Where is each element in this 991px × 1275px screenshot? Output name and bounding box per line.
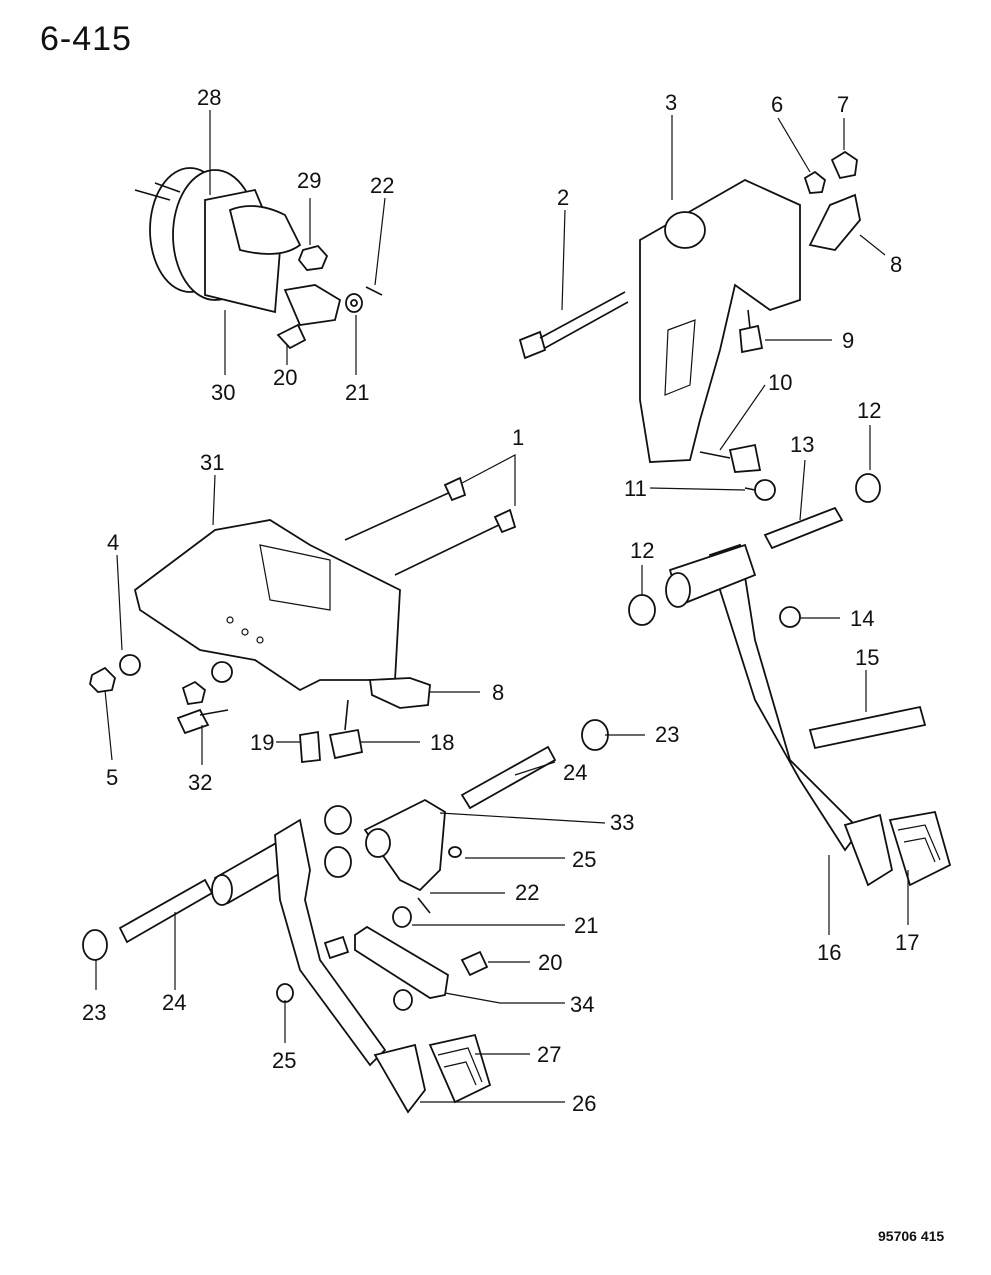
brake-pedal	[665, 543, 894, 887]
callout-10: 10	[768, 370, 792, 395]
bolt-1-a	[344, 476, 467, 541]
pin-22-bottom	[417, 897, 431, 914]
callout-20-top: 20	[273, 365, 297, 390]
callout-31: 31	[200, 450, 224, 475]
callout-13: 13	[790, 432, 814, 457]
callout-32: 32	[188, 770, 212, 795]
callout-25-right: 25	[572, 847, 596, 872]
link-34	[354, 925, 449, 999]
pedal-pad-27	[428, 1033, 492, 1104]
washer-bottom-center	[393, 989, 413, 1011]
clip-25-left	[276, 983, 294, 1003]
callout-19: 19	[250, 730, 274, 755]
callout-23-right: 23	[655, 722, 679, 747]
callout-33: 33	[610, 810, 634, 835]
clevis-pin-20-bottom	[460, 950, 489, 977]
callout-7: 7	[837, 92, 849, 117]
stopper-14	[779, 606, 801, 628]
washer-4	[119, 654, 141, 676]
callout-18: 18	[430, 730, 454, 755]
clip-25-right	[448, 846, 462, 858]
callout-27: 27	[537, 1042, 561, 1067]
booster-assembly	[134, 167, 342, 326]
nut-6	[803, 170, 827, 194]
bolt-9	[739, 309, 764, 354]
sleeve-24-left	[118, 878, 214, 944]
bushing-23-left	[82, 929, 108, 961]
callout-21-bottom: 21	[574, 913, 598, 938]
callout-11: 11	[624, 476, 647, 501]
callout-21-top: 21	[345, 380, 369, 405]
nut-pair	[181, 661, 233, 705]
page-number: 6-415	[40, 20, 132, 58]
callout-20-bottom: 20	[538, 950, 562, 975]
clevis-pin-20-top	[276, 323, 307, 350]
nut-7	[830, 150, 858, 180]
callout-labels: 1 2 3 4 5 6 7 8 8 9 10 11 12 12 13 14 15…	[82, 85, 919, 1116]
callout-12-right: 12	[857, 398, 881, 423]
spring-15	[808, 705, 927, 750]
callout-23-left: 23	[82, 1000, 106, 1025]
callout-12-left: 12	[630, 538, 654, 563]
clip-11	[744, 479, 776, 501]
callout-4: 4	[107, 530, 119, 555]
nut-29	[297, 244, 329, 271]
callout-29: 29	[297, 168, 321, 193]
callout-5: 5	[106, 765, 118, 790]
callout-1: 1	[512, 425, 524, 450]
sleeve-24-right	[460, 745, 557, 810]
callout-22-bottom: 22	[515, 880, 539, 905]
callout-22-top: 22	[370, 173, 394, 198]
callout-8-top: 8	[890, 252, 902, 277]
callout-15: 15	[855, 645, 879, 670]
bushing-23-right	[581, 719, 609, 751]
bolt-10	[699, 443, 762, 473]
switch-8-left	[368, 677, 431, 709]
bolt-19	[299, 730, 321, 763]
bushings-center	[324, 805, 352, 878]
bolt-1-b	[394, 508, 517, 576]
callout-25-left: 25	[272, 1048, 296, 1073]
switch-18	[328, 699, 364, 760]
figure-code: 95706 415	[878, 1228, 945, 1244]
callout-24-right: 24	[563, 760, 587, 785]
callout-8-left: 8	[492, 680, 504, 705]
callout-24-left: 24	[162, 990, 186, 1015]
clevis-pin-bottom-center	[323, 935, 350, 960]
callout-26: 26	[572, 1091, 596, 1116]
pin-22-top	[365, 286, 383, 296]
bolt-2	[518, 291, 629, 360]
callout-30: 30	[211, 380, 235, 405]
callout-16: 16	[817, 940, 841, 965]
clutch-pedal	[211, 818, 426, 1114]
callout-3: 3	[665, 90, 677, 115]
callout-34: 34	[570, 992, 594, 1017]
callout-17: 17	[895, 930, 919, 955]
clutch-bracket	[133, 519, 401, 692]
sleeve-13	[763, 506, 844, 550]
washer-21-bottom	[392, 906, 412, 928]
callout-9: 9	[842, 328, 854, 353]
lever-33	[363, 798, 446, 892]
pedal-pad-17	[888, 810, 952, 887]
pedal-bracket	[639, 178, 801, 463]
switch-8-top	[808, 193, 861, 251]
nut-5	[89, 666, 116, 693]
leader-lines	[95, 110, 909, 1103]
bolt-32	[176, 708, 229, 735]
washer-21-top	[345, 293, 363, 313]
bushing-12-right	[855, 473, 881, 503]
callout-14: 14	[850, 606, 874, 631]
callout-28: 28	[197, 85, 221, 110]
bushing-12-left	[628, 594, 656, 626]
callout-6: 6	[771, 92, 783, 117]
callout-2: 2	[557, 185, 569, 210]
